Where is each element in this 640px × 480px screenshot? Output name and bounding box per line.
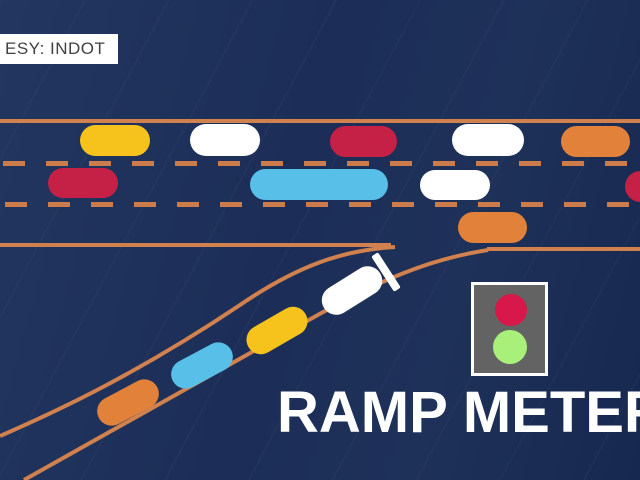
truck-lightblue (250, 169, 388, 200)
car-white (190, 124, 260, 156)
car-crimson (625, 171, 640, 202)
car-crimson (48, 168, 118, 198)
credit-box: ESY: INDOT (0, 34, 119, 64)
car-white (452, 124, 524, 156)
highway-top-edge-line (0, 119, 640, 123)
car-yellow (80, 125, 150, 156)
ramp-left-edge-line (0, 245, 396, 438)
lane-divider-dashes-2 (0, 202, 640, 207)
highway-bottom-edge-line-right (487, 247, 640, 251)
highway-bottom-edge-line-left (0, 243, 391, 247)
red-light (495, 294, 527, 326)
car-orange (561, 126, 630, 157)
lane-divider-dashes-1 (0, 161, 640, 166)
green-light (493, 330, 527, 364)
credit-text: ESY: INDOT (5, 39, 106, 58)
car-white (420, 170, 490, 200)
car-orange (458, 212, 527, 243)
ramp-right-edge-line (23, 248, 489, 480)
title-text: RAMP METER (277, 380, 640, 445)
car-crimson (330, 126, 397, 157)
ramp-meter-signal (471, 282, 548, 376)
